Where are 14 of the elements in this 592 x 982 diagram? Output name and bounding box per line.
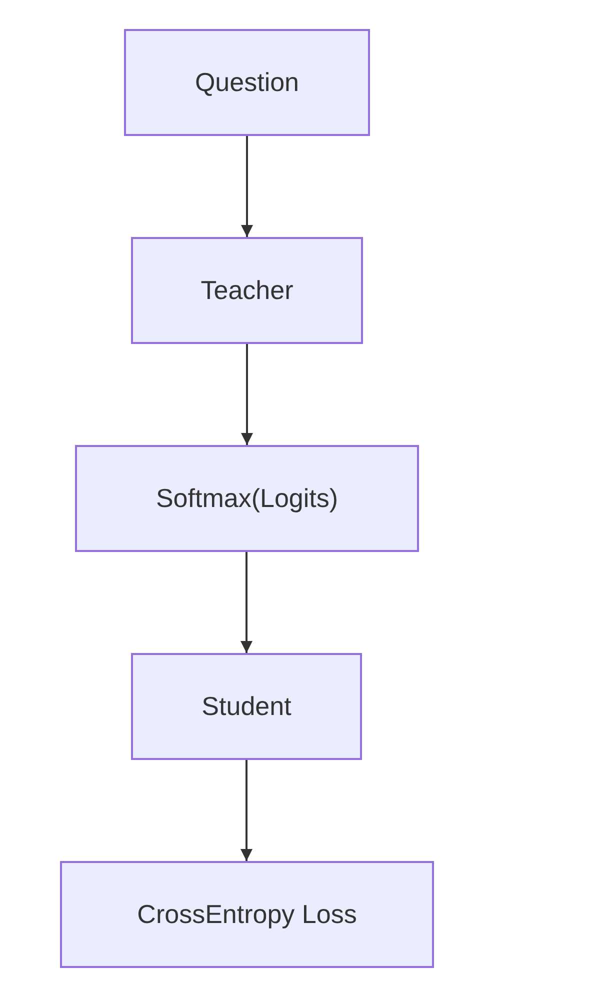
process-box [131, 653, 362, 760]
node-label: Question [194, 66, 300, 99]
arrow [241, 136, 253, 237]
process-box [60, 861, 434, 968]
arrow [241, 344, 253, 445]
node-label: Student [202, 690, 292, 723]
arrow [240, 552, 252, 653]
arrow [240, 760, 252, 861]
node-label: CrossEntropy Loss [137, 898, 357, 931]
node-label: Teacher [200, 274, 294, 307]
process-box [75, 445, 419, 552]
process-box [124, 29, 370, 136]
process-box [131, 237, 363, 344]
node-label: Softmax(Logits) [156, 482, 338, 515]
